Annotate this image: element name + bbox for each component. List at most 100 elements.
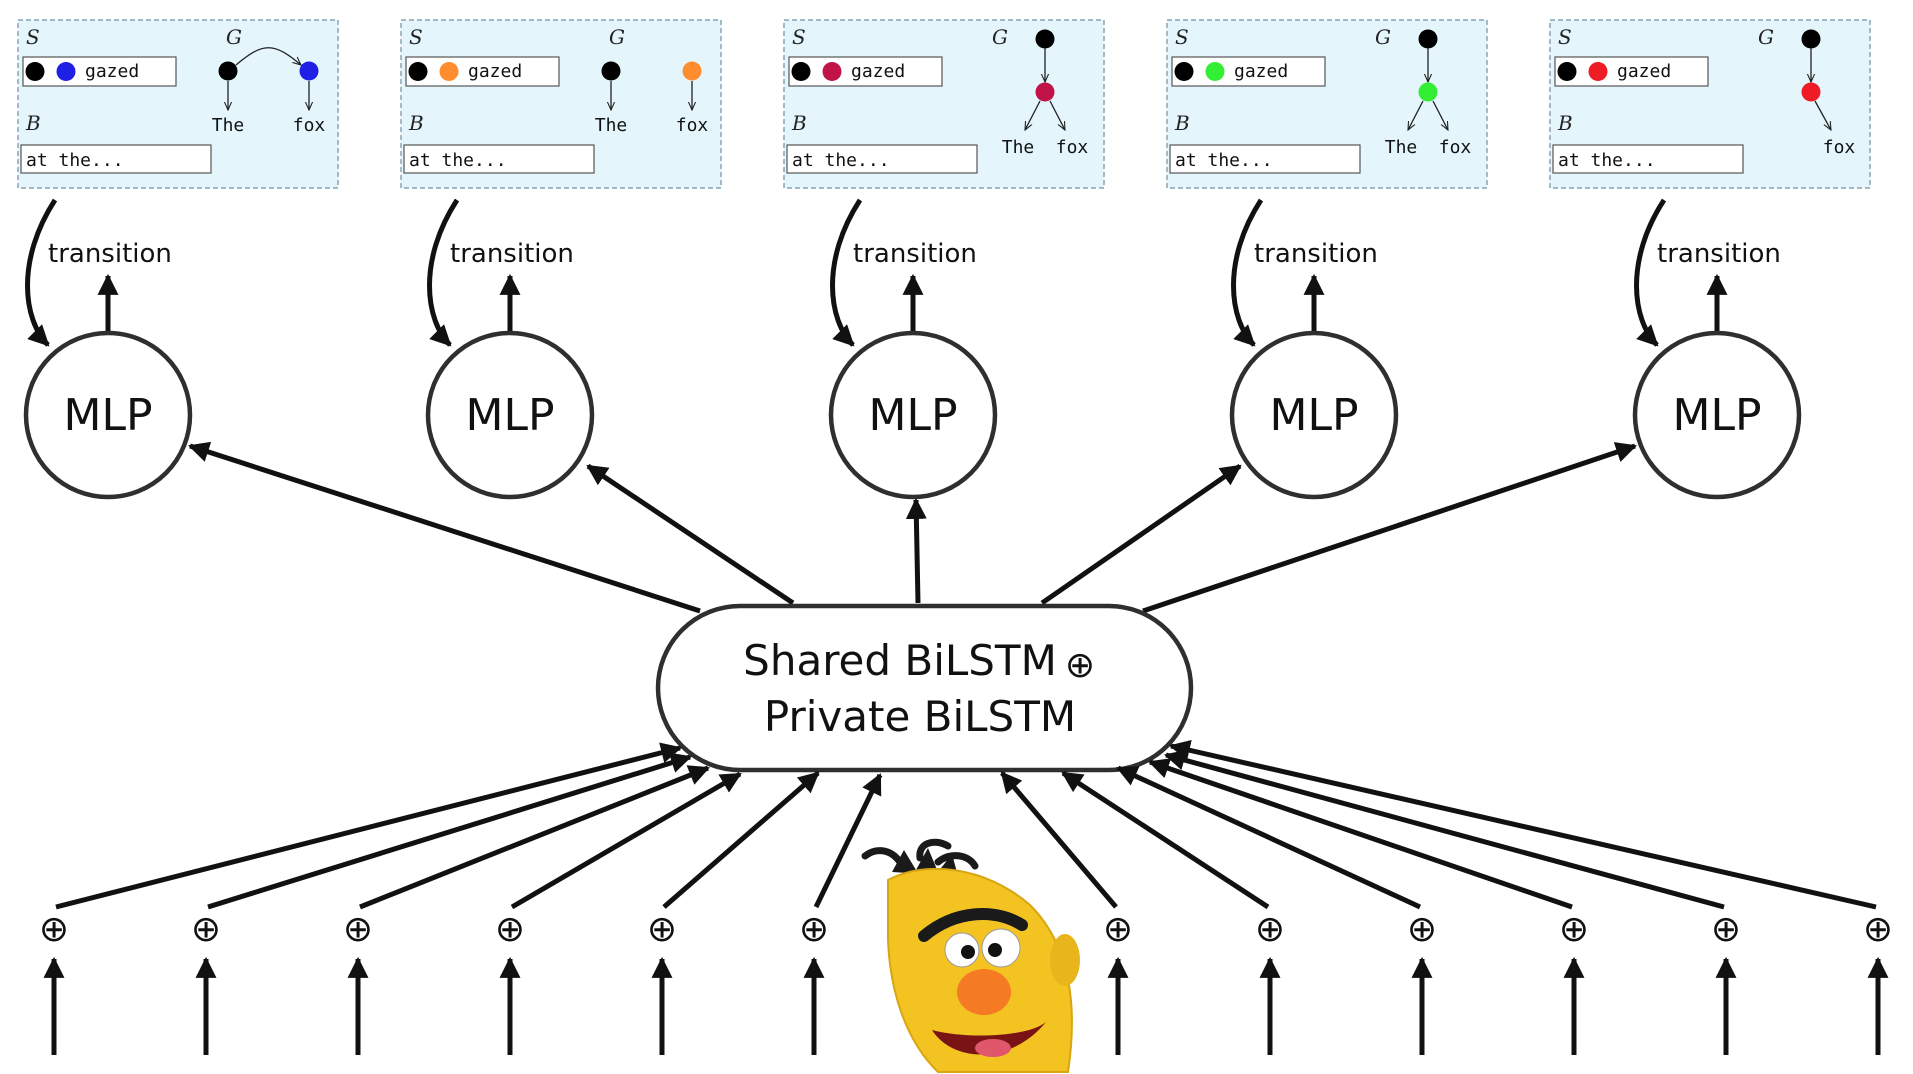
transition-input-arrow <box>1231 198 1264 347</box>
input-to-encoder-arrow <box>1163 749 1725 910</box>
stack-word-node <box>56 62 76 81</box>
mlp-node: MLP <box>1632 330 1802 500</box>
buffer-label: B <box>408 111 424 135</box>
graph-root-node <box>218 61 238 81</box>
mlp-circle <box>1632 330 1802 500</box>
mlp-label: MLP <box>1269 390 1358 441</box>
graph-word: The <box>1002 137 1035 158</box>
stack-word: gazed <box>85 61 139 82</box>
graph-root-node <box>1801 29 1821 49</box>
stack-word: gazed <box>1234 61 1288 82</box>
graph-word: fox <box>676 115 709 136</box>
input-to-encoder-arrow <box>510 771 742 910</box>
encoder-to-mlp-arrow <box>586 463 795 606</box>
transition-label: transition <box>853 239 977 269</box>
stack-box <box>1554 56 1709 87</box>
shared-bilstm-label: Shared BiLSTM <box>743 636 1057 685</box>
mlp-label: MLP <box>465 390 554 441</box>
buffer-text: at the... <box>1175 150 1273 171</box>
input-to-encoder-arrow <box>662 771 820 909</box>
stack-root-node <box>408 62 428 81</box>
graph-word: The <box>595 115 628 136</box>
mlp-node: MLP <box>23 330 193 500</box>
graph-word-node <box>682 61 702 81</box>
graph-word-node <box>299 61 319 81</box>
mlp-node: MLP <box>1229 330 1399 500</box>
stack-word-node <box>1205 62 1225 81</box>
buffer-text: at the... <box>26 150 124 171</box>
encoder-to-mlp-arrow <box>905 497 927 604</box>
stack-label: S <box>1175 25 1189 49</box>
encoder-to-mlp-arrow <box>188 441 701 614</box>
transition-label: transition <box>48 239 172 269</box>
input-to-encoder-arrow <box>207 752 693 910</box>
input-concat-operator: ⊕ <box>39 909 69 950</box>
stack-word: gazed <box>1617 61 1671 82</box>
concat-operator: ⊕ <box>1065 645 1095 686</box>
encoder-to-mlp-arrow <box>1040 463 1242 606</box>
buffer-label: B <box>1557 111 1573 135</box>
mlp-circle <box>828 330 998 500</box>
stack-label: S <box>26 25 40 49</box>
input-concat-operator: ⊕ <box>495 909 525 950</box>
buffer-label: B <box>1174 111 1190 135</box>
graph-root-node <box>1418 29 1438 49</box>
mlp-node: MLP <box>425 330 595 500</box>
stack-word-node <box>822 62 842 81</box>
mlp-node: MLP <box>828 330 998 500</box>
input-concat-operator: ⊕ <box>1407 909 1437 950</box>
stack-label: S <box>409 25 423 49</box>
graph-edge <box>1408 100 1424 130</box>
input-concat-operator: ⊕ <box>191 909 221 950</box>
buffer-text: at the... <box>409 150 507 171</box>
graph-edge <box>1814 100 1831 130</box>
buffer-text: at the... <box>792 150 890 171</box>
transition-label: transition <box>1657 239 1781 269</box>
stack-box <box>405 56 560 87</box>
stack-box <box>22 56 177 87</box>
stack-word: gazed <box>851 61 905 82</box>
graph-word: fox <box>293 115 326 136</box>
graph-word-node <box>1418 82 1438 102</box>
transition-loops: transition transition transition transition… <box>25 198 1781 347</box>
stack-word-node <box>1588 62 1608 81</box>
graph-label: G <box>992 25 1008 49</box>
graph-label: G <box>1375 25 1391 49</box>
buffer-box <box>403 144 595 174</box>
input-concat-operator: ⊕ <box>647 909 677 950</box>
dependency-arc <box>235 47 301 65</box>
transition-label: transition <box>450 239 574 269</box>
graph-word: fox <box>1439 137 1472 158</box>
stack-label: S <box>792 25 806 49</box>
mlp-circle <box>1229 330 1399 500</box>
graph-word: The <box>212 115 245 136</box>
encoder-to-mlp-arrows <box>188 441 1637 614</box>
stack-box <box>1171 56 1326 87</box>
transition-input-arrow <box>25 198 58 347</box>
transition-input-arrow <box>1634 198 1667 347</box>
input-to-encoder-arrow <box>1168 739 1877 910</box>
graph-label: G <box>226 25 242 49</box>
stack-box <box>788 56 943 87</box>
mlp-label: MLP <box>1672 390 1761 441</box>
mlp-circle <box>425 330 595 500</box>
graph-edge <box>1025 100 1041 130</box>
mlp-circle <box>23 330 193 500</box>
stack-root-node <box>25 62 45 81</box>
transition-input-arrow <box>830 198 863 347</box>
bilstm-encoder-box <box>655 603 1194 773</box>
mlp-nodes: MLP MLP MLP MLP MLP <box>23 330 1802 500</box>
stack-root-node <box>1174 62 1194 81</box>
buffer-label: B <box>791 111 807 135</box>
input-concat-operator: ⊕ <box>1255 909 1285 950</box>
graph-label: G <box>1758 25 1774 49</box>
input-token-column: ⊕⊕⊕⊕⊕⊕⊕⊕⊕⊕⊕⊕ <box>39 909 1893 1055</box>
mlp-label: MLP <box>63 390 152 441</box>
transition-label: transition <box>1254 239 1378 269</box>
input-to-encoder-arrow <box>813 773 883 909</box>
input-concat-operator: ⊕ <box>343 909 373 950</box>
graph-word: fox <box>1823 137 1856 158</box>
